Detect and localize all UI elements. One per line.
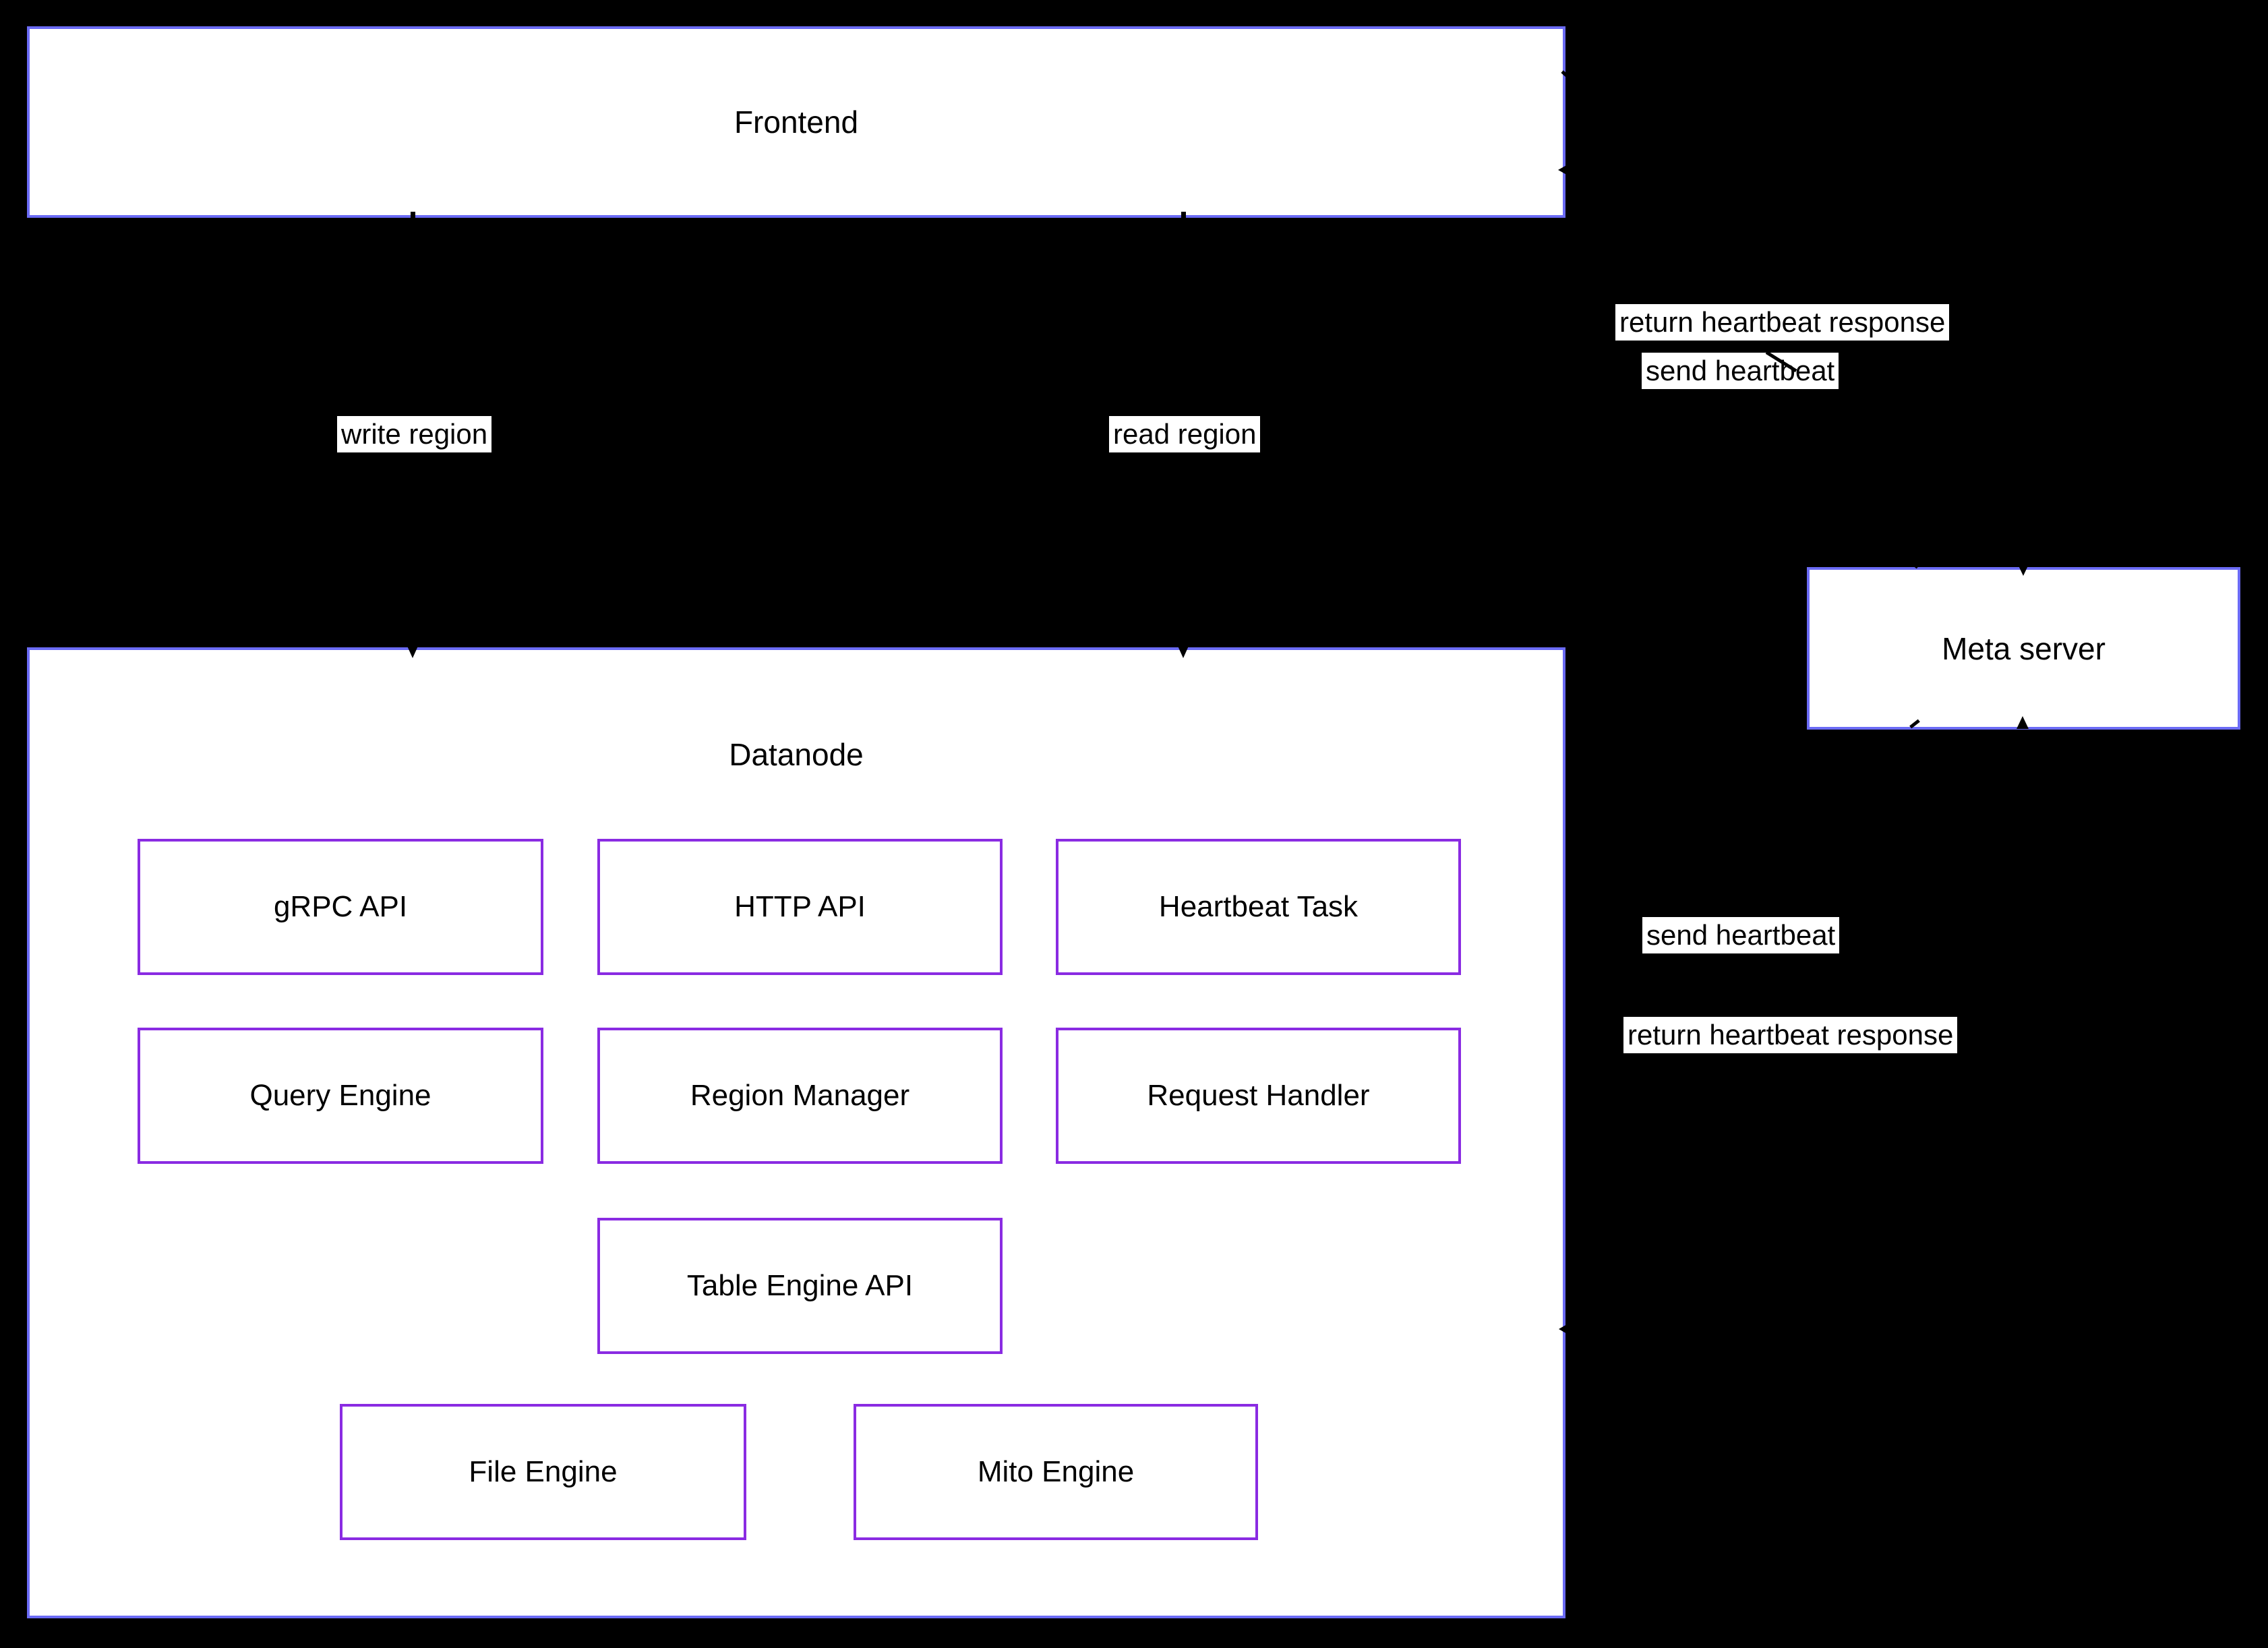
- node-request-handler-label: Request Handler: [1147, 1079, 1370, 1112]
- node-region-manager-label: Region Manager: [690, 1079, 910, 1112]
- arrowhead-meta-send-heartbeat: [2017, 563, 2029, 576]
- node-heartbeat-task-label: Heartbeat Task: [1158, 890, 1359, 923]
- node-file-engine: File Engine: [340, 1404, 746, 1540]
- node-region-manager: Region Manager: [597, 1028, 1003, 1164]
- node-http-api-label: HTTP API: [734, 890, 866, 923]
- arrowhead-datanode-write: [407, 645, 419, 658]
- node-query-engine-label: Query Engine: [249, 1079, 431, 1112]
- arrowhead-meta-datanode-heartbeat: [2017, 716, 2029, 729]
- node-datanode-label: Datanode: [729, 737, 864, 772]
- node-query-engine: Query Engine: [138, 1028, 543, 1164]
- edge-label-datanode-return-heartbeat: return heartbeat response: [1623, 1017, 1958, 1053]
- node-request-handler: Request Handler: [1056, 1028, 1461, 1164]
- edge-label-read-region: read region: [1109, 416, 1261, 452]
- edge-label-frontend-return-heartbeat: return heartbeat response: [1615, 304, 1950, 341]
- node-datanode: Datanode gRPC API HTTP API Heartbeat Tas…: [27, 647, 1565, 1618]
- edge-tick-frontend-read: [1181, 212, 1186, 221]
- node-table-engine-api: Table Engine API: [597, 1218, 1003, 1354]
- arrowhead-datanode-read: [1177, 645, 1189, 658]
- node-frontend-label: Frontend: [734, 105, 859, 140]
- node-mito-engine-label: Mito Engine: [977, 1455, 1135, 1488]
- node-http-api: HTTP API: [597, 839, 1003, 975]
- arrowhead-datanode-return-heartbeat: [1559, 1321, 1573, 1337]
- node-table-engine-api-label: Table Engine API: [686, 1269, 914, 1302]
- node-grpc-api-label: gRPC API: [273, 890, 408, 923]
- edge-label-write-region: write region: [337, 416, 492, 452]
- node-meta-server: Meta server: [1807, 567, 2240, 730]
- edge-label-datanode-send-heartbeat: send heartbeat: [1642, 917, 1840, 953]
- node-meta-server-label: Meta server: [1942, 630, 2106, 666]
- node-heartbeat-task: Heartbeat Task: [1056, 839, 1461, 975]
- edge-tick-frontend-write: [411, 212, 415, 221]
- node-mito-engine: Mito Engine: [854, 1404, 1258, 1540]
- arrowhead-frontend-return-heartbeat: [1558, 163, 1570, 177]
- edge-label-frontend-send-heartbeat: send heartbeat: [1642, 353, 1839, 389]
- node-grpc-api: gRPC API: [138, 839, 543, 975]
- node-file-engine-label: File Engine: [469, 1455, 618, 1488]
- node-frontend: Frontend: [27, 26, 1565, 218]
